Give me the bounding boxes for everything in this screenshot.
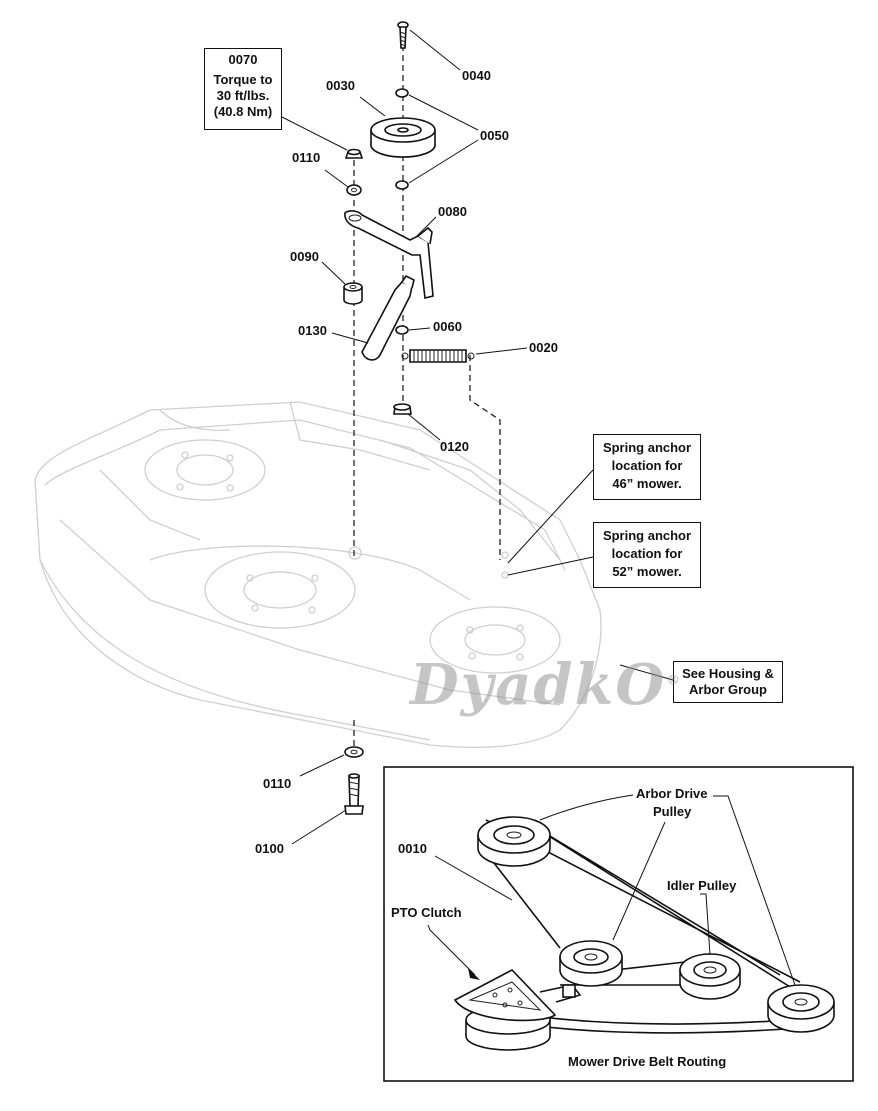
leader-0110-bottom [299, 754, 345, 777]
leader-0030 [359, 96, 386, 117]
leader-0120 [407, 413, 441, 441]
label-0030: 0030 [326, 78, 355, 93]
callout-anchor-46: Spring anchor location for 46” mower. [593, 434, 701, 500]
leader-0080 [414, 216, 437, 239]
torque-line-3: (40.8 Nm) [213, 104, 273, 119]
spring-anchor-path [469, 355, 501, 560]
leader-0020 [475, 347, 528, 355]
watermark-registered-mark: ® [666, 672, 683, 689]
leader-0110-top [324, 169, 349, 188]
torque-part-number: 0070 [228, 52, 258, 67]
leader-arbor-left [539, 794, 634, 821]
leader-0010 [434, 855, 513, 901]
label-arbor-drive-line2: Pulley [653, 804, 692, 819]
pto-bracket [539, 984, 582, 1003]
leader-anchor-46 [507, 469, 594, 564]
anchor52-line-1: Spring anchor [602, 528, 692, 543]
leader-0070 [281, 116, 348, 151]
label-arbor-drive-line1: Arbor Drive [636, 786, 708, 801]
leader-pto [427, 924, 476, 976]
washer-0110-bottom [344, 746, 364, 758]
arbor-pulley-center [559, 940, 623, 987]
anchor46-line-1: Spring anchor [602, 440, 692, 455]
label-0050: 0050 [480, 128, 509, 143]
inset-frame [383, 766, 854, 1082]
washer-0050-bottom [395, 180, 409, 190]
spring-0020 [401, 349, 475, 363]
watermark-text: DyadkO [410, 652, 667, 718]
nut-0120 [393, 403, 412, 415]
callout-torque: 0070 Torque to 30 ft/lbs. (40.8 Nm) [204, 48, 282, 130]
washer-0060 [395, 325, 409, 335]
callout-anchor-52: Spring anchor location for 52” mower. [593, 522, 701, 588]
housing-line-2: Arbor Group [689, 682, 767, 697]
leader-housing [619, 664, 674, 681]
label-0080: 0080 [438, 204, 467, 219]
label-belt-routing-caption: Mower Drive Belt Routing [568, 1054, 726, 1069]
idler-arm-0080 [344, 210, 434, 299]
leader-idler [700, 893, 711, 956]
bolt-0040 [397, 21, 409, 49]
housing-line-1: See Housing & [682, 666, 774, 681]
watermark-logo: DyadkO® [410, 652, 682, 718]
idler-pulley [679, 953, 741, 1000]
callout-housing: See Housing & Arbor Group [673, 661, 783, 703]
label-0110-bottom: 0110 [263, 776, 291, 791]
belt-routing-inset: Arbor Drive Pulley Idler Pulley 0010 PTO… [383, 766, 854, 1082]
leader-0050-a [408, 94, 479, 131]
arm-plate-0130 [361, 274, 415, 361]
leader-0050-b [408, 139, 479, 184]
pto-connector [562, 984, 576, 998]
anchor46-line-2: location for [611, 458, 683, 473]
pto-clutch [453, 969, 582, 1051]
leader-0130 [331, 332, 369, 344]
label-0060: 0060 [433, 319, 462, 334]
bolt-0100 [344, 773, 364, 815]
washer-0050-top [395, 88, 409, 98]
bushing-0090 [343, 282, 363, 305]
leader-pto-arrow [468, 968, 480, 980]
label-0110-top: 0110 [292, 150, 320, 165]
leader-arbor-right [713, 795, 796, 986]
leader-0090 [321, 261, 346, 285]
leader-anchor-52 [507, 556, 594, 576]
leader-0100 [291, 809, 347, 845]
label-pto-clutch: PTO Clutch [391, 905, 462, 920]
arbor-pulley-left [477, 816, 551, 867]
nut-0110-top [344, 148, 364, 196]
label-0040: 0040 [462, 68, 491, 83]
anchor52-line-3: 52” mower. [612, 564, 682, 579]
belt-long-runs [479, 817, 801, 991]
anchor46-line-3: 46” mower. [612, 476, 682, 491]
mower-deck [34, 401, 602, 748]
anchor52-line-2: location for [611, 546, 683, 561]
torque-line-1: Torque to [213, 72, 273, 87]
arbor-pulley-right [767, 984, 835, 1033]
leader-0060 [408, 327, 431, 331]
label-0120: 0120 [440, 439, 469, 454]
pulley-0030 [370, 117, 436, 158]
label-0010: 0010 [398, 841, 427, 856]
label-0020: 0020 [529, 340, 558, 355]
leader-arbor-center [612, 821, 666, 941]
label-idler-pulley: Idler Pulley [667, 878, 737, 893]
label-0090: 0090 [290, 249, 319, 264]
leader-0040 [409, 29, 461, 71]
torque-line-2: 30 ft/lbs. [216, 88, 270, 103]
label-0100: 0100 [255, 841, 284, 856]
label-0130: 0130 [298, 323, 327, 338]
